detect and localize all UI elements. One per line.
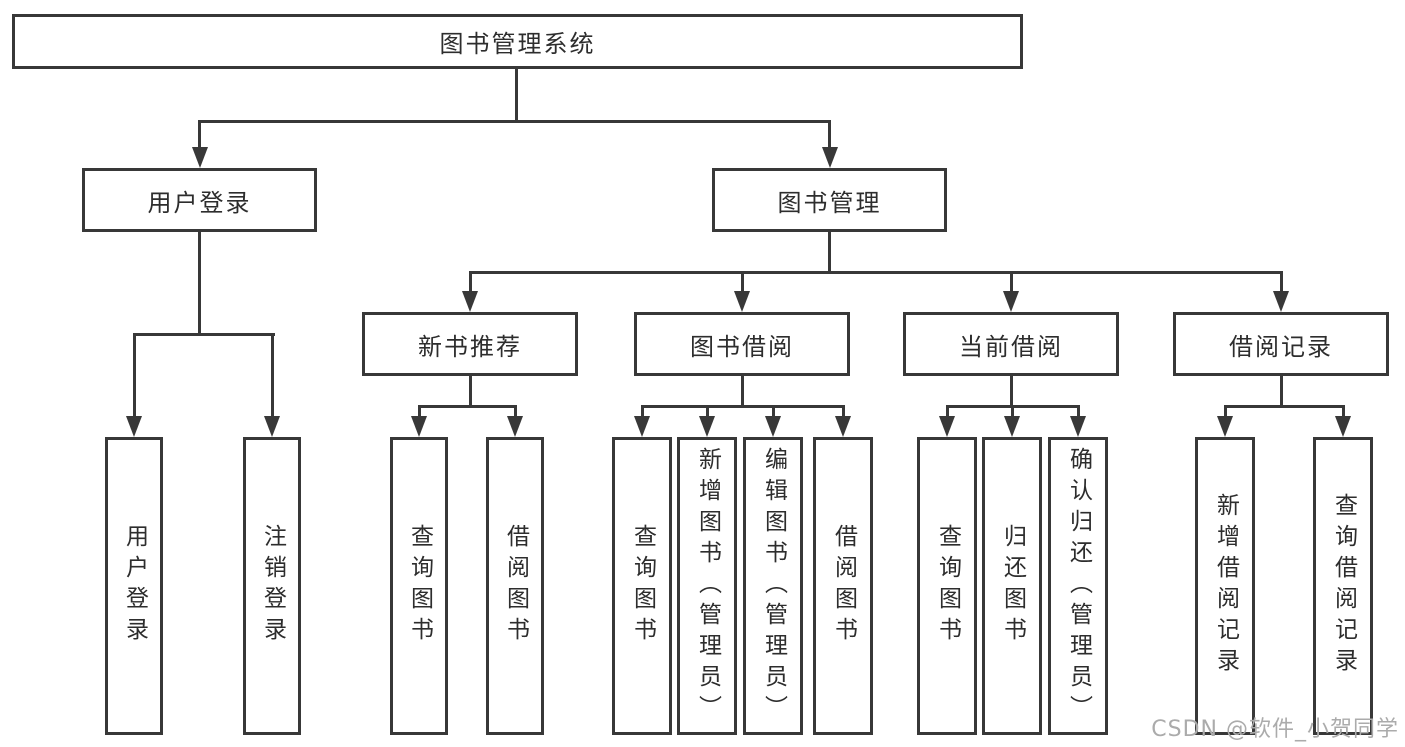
connector-line — [706, 405, 709, 419]
connector-line — [133, 333, 136, 419]
connector-line — [1011, 405, 1014, 419]
arrow-down-icon — [634, 416, 650, 437]
connector-line — [1010, 271, 1013, 295]
connector-line — [828, 120, 831, 152]
node-leaf-borrow-books: 借阅图书 — [813, 437, 873, 735]
connector-line — [641, 405, 845, 408]
connector-line — [946, 405, 949, 419]
connector-line — [418, 405, 421, 419]
arrow-down-icon — [765, 416, 781, 437]
connector-line — [469, 271, 1283, 274]
connector-line — [1224, 405, 1227, 419]
node-leaf-user-login: 用户登录 — [105, 437, 163, 735]
arrow-down-icon — [507, 416, 523, 437]
connector-line — [1224, 405, 1345, 408]
node-leaf-edit-books-admin: 编辑图书（管理员） — [743, 437, 803, 735]
connector-line — [1010, 376, 1013, 408]
arrow-down-icon — [1273, 291, 1289, 312]
arrow-down-icon — [939, 416, 955, 437]
connector-line — [198, 232, 201, 336]
connector-line — [772, 405, 775, 419]
arrow-down-icon — [822, 147, 838, 168]
node-leaf-logout: 注销登录 — [243, 437, 301, 735]
connector-line — [133, 333, 275, 336]
node-leaf-add-books-admin: 新增图书（管理员） — [677, 437, 737, 735]
connector-line — [741, 271, 744, 295]
arrow-down-icon — [1004, 416, 1020, 437]
csdn-watermark: CSDN @软件_小贺同学 — [1151, 717, 1399, 742]
connector-line — [1280, 271, 1283, 295]
node-leaf-confirm-return-admin: 确认归还（管理员） — [1048, 437, 1108, 735]
connector-line — [741, 376, 744, 408]
node-book-management: 图书管理 — [712, 168, 947, 232]
connector-line — [1077, 405, 1080, 419]
node-leaf-query-books: 查询图书 — [917, 437, 977, 735]
connector-line — [271, 333, 274, 419]
connector-line — [842, 405, 845, 419]
arrow-down-icon — [1070, 416, 1086, 437]
node-current-borrow: 当前借阅 — [903, 312, 1119, 376]
connector-line — [469, 376, 472, 408]
connector-line — [515, 69, 518, 123]
arrow-down-icon — [126, 416, 142, 437]
arrow-down-icon — [264, 416, 280, 437]
connector-line — [469, 271, 472, 295]
arrow-down-icon — [1335, 416, 1351, 437]
connector-line — [514, 405, 517, 419]
node-leaf-borrow-books: 借阅图书 — [486, 437, 544, 735]
node-book-borrow: 图书借阅 — [634, 312, 850, 376]
arrow-down-icon — [734, 291, 750, 312]
connector-line — [1342, 405, 1345, 419]
arrow-down-icon — [699, 416, 715, 437]
arrow-down-icon — [192, 147, 208, 168]
node-leaf-query-books: 查询图书 — [390, 437, 448, 735]
arrow-down-icon — [411, 416, 427, 437]
connector-line — [198, 120, 201, 152]
connector-line — [641, 405, 644, 419]
node-user-login: 用户登录 — [82, 168, 317, 232]
node-leaf-query-borrow-record: 查询借阅记录 — [1313, 437, 1373, 735]
node-new-book-recommend: 新书推荐 — [362, 312, 578, 376]
node-leaf-return-books: 归还图书 — [982, 437, 1042, 735]
arrow-down-icon — [1217, 416, 1233, 437]
connector-line — [828, 232, 831, 274]
node-leaf-query-books: 查询图书 — [612, 437, 672, 735]
arrow-down-icon — [1003, 291, 1019, 312]
node-leaf-add-borrow-record: 新增借阅记录 — [1195, 437, 1255, 735]
arrow-down-icon — [462, 291, 478, 312]
node-library-management-system: 图书管理系统 — [12, 14, 1023, 69]
connector-line — [198, 120, 831, 123]
node-borrow-records: 借阅记录 — [1173, 312, 1389, 376]
connector-line — [1280, 376, 1283, 408]
arrow-down-icon — [835, 416, 851, 437]
connector-line — [418, 405, 517, 408]
